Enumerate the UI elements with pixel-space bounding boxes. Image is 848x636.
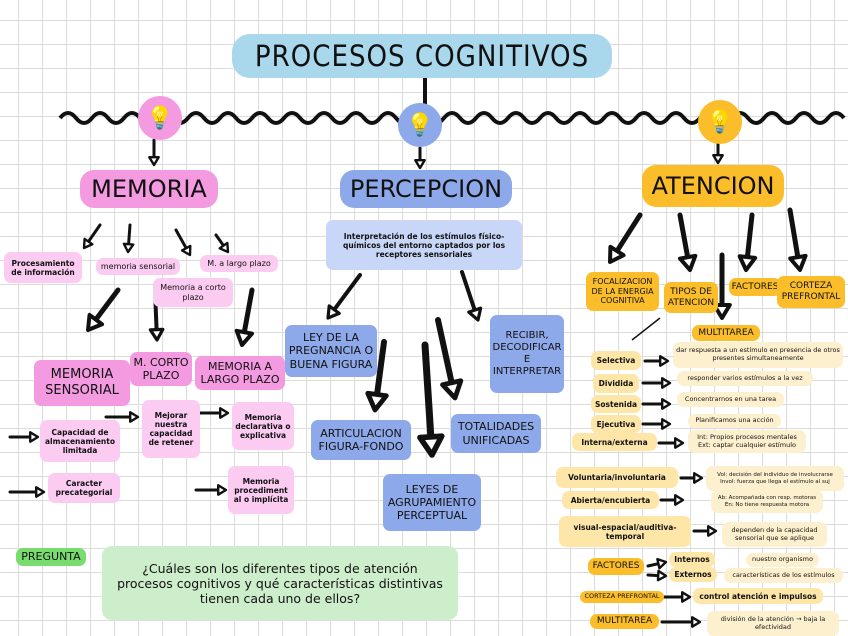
tipo-visual-auditiva: visual-espacial/auditiva-temporal bbox=[559, 516, 691, 547]
memoria-item: M. a largo plazo bbox=[200, 255, 278, 272]
atencion-header: ATENCION bbox=[642, 165, 784, 207]
arrow-icon bbox=[460, 270, 483, 322]
multitarea-desc: división de la atención → baja la efecti… bbox=[707, 611, 839, 636]
arrow-icon bbox=[692, 525, 718, 537]
arrow-icon bbox=[660, 616, 702, 628]
tipo-desc: Ab: Acompañada con resp. motoras En: No … bbox=[711, 490, 823, 513]
ley-pregnancia: LEY DE LA PREGNANCIA O BUENA FIGURA bbox=[285, 325, 377, 377]
arrow-icon bbox=[234, 287, 255, 347]
arrow-icon bbox=[414, 146, 426, 170]
arrow-icon bbox=[646, 569, 668, 582]
tipo-desc: responder varios estímulos a la vez bbox=[677, 371, 813, 386]
factores: FACTORES bbox=[729, 278, 781, 296]
tipo-ejecutiva: Ejecutiva bbox=[591, 415, 641, 433]
tipo-desc: dependen de la capacidad sensorial que s… bbox=[722, 522, 827, 547]
arrow-icon bbox=[82, 223, 102, 250]
page-title: PROCESOS COGNITIVOS bbox=[232, 34, 612, 78]
internos-desc: nuestro organismo bbox=[746, 553, 819, 567]
factores-externos: Externos bbox=[669, 567, 717, 582]
tipo-voluntaria: Voluntaria/involuntaria bbox=[556, 467, 678, 488]
lightbulb-icon: 💡 bbox=[398, 103, 442, 147]
memoria-item: Memoria a corto plazo bbox=[153, 278, 233, 307]
arrow-icon bbox=[657, 437, 685, 449]
tipo-desc: Concentrarnos en una tarea bbox=[677, 392, 784, 407]
lightbulb-icon: 💡 bbox=[138, 96, 182, 140]
mejorar-note: Mejorar nuestra capacidad de retener bbox=[142, 400, 200, 458]
arrow-icon bbox=[86, 287, 121, 332]
arrow-icon bbox=[641, 418, 672, 430]
tipo-interna-externa: Interna/externa bbox=[572, 433, 657, 451]
arrow-icon bbox=[8, 486, 46, 498]
arrow-icon bbox=[365, 339, 389, 413]
arrow-icon bbox=[122, 223, 135, 254]
arrow-icon bbox=[174, 228, 192, 257]
tipo-dividida: Dividida bbox=[593, 374, 639, 393]
arrow-icon bbox=[712, 142, 724, 165]
arrow-icon bbox=[194, 484, 228, 496]
pregunta-label: PREGUNTA bbox=[16, 548, 86, 566]
percepcion-definicion: Interpretación de los estímulos físico-q… bbox=[326, 220, 522, 270]
memoria-corto-plazo: M. CORTO PLAZO bbox=[130, 352, 192, 386]
multitarea: MULTITAREA bbox=[692, 325, 760, 341]
corteza-prefrontal: CORTEZA PREFRONTAL bbox=[777, 276, 845, 308]
procedimental-note: Memoria procediment al o implícita bbox=[228, 466, 294, 514]
corteza-desc: control atención e impulsos bbox=[693, 588, 823, 604]
tipo-desc: Planificamos una acción bbox=[688, 414, 781, 428]
externos-desc: características de los estímulos bbox=[724, 568, 843, 583]
tipo-desc: Vol: decisión del individuo de involucra… bbox=[706, 466, 844, 491]
arrow-icon bbox=[643, 355, 670, 367]
lightbulb-icon: 💡 bbox=[698, 100, 742, 144]
arrow-icon bbox=[194, 407, 230, 419]
arrow-icon bbox=[435, 317, 464, 401]
multitarea-bottom: MULTITAREA bbox=[590, 614, 659, 629]
memoria-largo-plazo: MEMORIA A LARGO PLAZO bbox=[195, 356, 285, 390]
caracter-note: Caracter precategorial bbox=[48, 473, 120, 503]
factores-bottom: FACTORES bbox=[588, 558, 644, 575]
declarativa-note: Memoria declarativa o explicativa bbox=[232, 402, 294, 450]
arrow-icon bbox=[659, 494, 685, 506]
tipo-desc: Int: Propios procesos mentales Ext: capt… bbox=[688, 430, 806, 453]
tipo-abierta: Abierta/encubierta bbox=[562, 491, 659, 509]
arrow-icon bbox=[737, 212, 758, 272]
arrow-icon bbox=[712, 252, 732, 320]
memoria-item: memoria sensorial bbox=[96, 258, 180, 275]
arrow-icon bbox=[677, 212, 698, 272]
capacidad-note: Capacidad de almacenamiento limitada bbox=[40, 420, 120, 462]
arrow-icon bbox=[787, 207, 808, 272]
tipo-desc: dar respuesta a un estímulo en presencia… bbox=[673, 342, 843, 368]
memoria-item: Procesamiento de información bbox=[4, 252, 82, 283]
thin-arrow bbox=[631, 317, 661, 341]
arrow-icon bbox=[608, 212, 643, 264]
articulacion-figura-fondo: ARTICULACION FIGURA-FONDO bbox=[311, 420, 411, 460]
arrow-icon bbox=[326, 273, 362, 320]
factores-internos: Internos bbox=[669, 552, 715, 567]
arrow-icon bbox=[104, 411, 140, 423]
arrow-icon bbox=[662, 591, 692, 603]
pregunta-text: ¿Cuáles son los diferentes tipos de aten… bbox=[102, 546, 458, 620]
tipo-selectiva: Selectiva bbox=[591, 351, 641, 370]
percepcion-header: PERCEPCION bbox=[340, 170, 512, 208]
arrow-icon bbox=[8, 431, 40, 443]
arrow-icon bbox=[214, 233, 230, 254]
corteza-bottom: CORTEZA PREFRONTAL bbox=[580, 591, 664, 603]
focalizacion: FOCALIZACION DE LA ENERGIA COGNITIVA bbox=[586, 272, 659, 311]
totalidades-unificadas: TOTALIDADES UNIFICADAS bbox=[451, 414, 541, 453]
arrow-icon bbox=[417, 341, 445, 458]
arrow-icon bbox=[148, 138, 160, 167]
arrow-icon bbox=[641, 398, 672, 410]
arrow-icon bbox=[646, 557, 668, 570]
tipo-sostenida: Sostenida bbox=[591, 395, 641, 413]
tipos-atencion: TIPOS DE ATENCION bbox=[664, 282, 718, 313]
memoria-sensorial: MEMORIA SENSORIAL bbox=[34, 360, 130, 406]
recibir-decodificar: RECIBIR, DECODIFICAR E INTERPRETAR bbox=[490, 315, 564, 393]
arrow-icon bbox=[641, 377, 672, 389]
arrow-icon bbox=[679, 472, 704, 484]
memoria-header: MEMORIA bbox=[80, 170, 218, 208]
leyes-agrupamiento: LEYES DE AGRUPAMIENTO PERCEPTUAL bbox=[383, 474, 481, 531]
